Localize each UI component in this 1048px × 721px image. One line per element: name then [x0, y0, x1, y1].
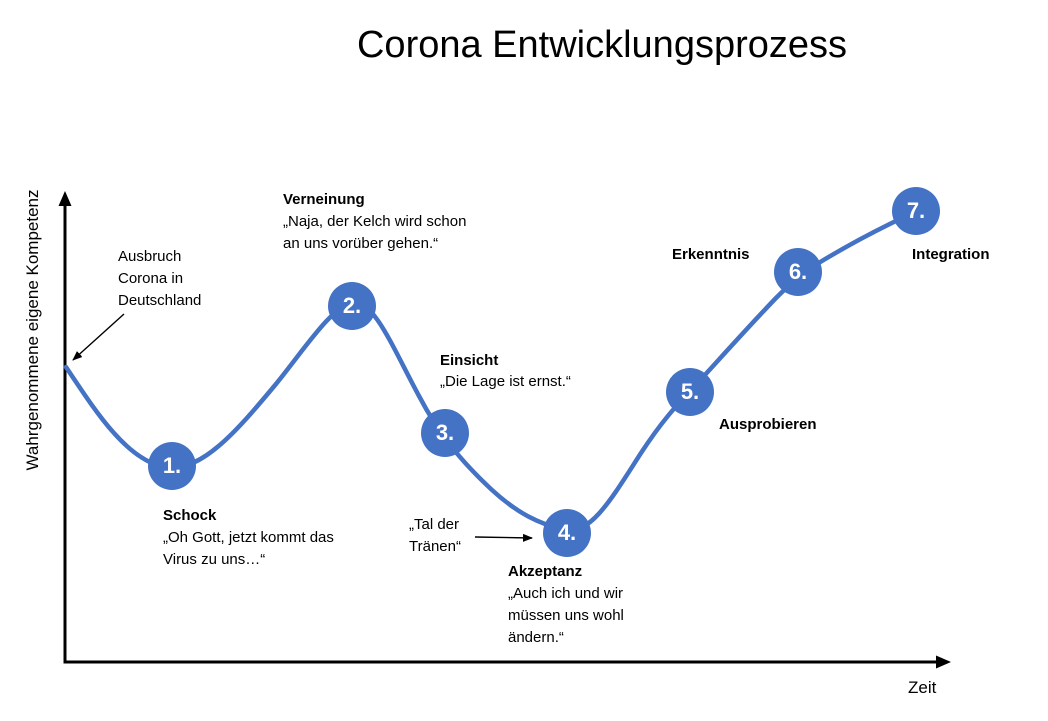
valley-arrow-icon [474, 533, 533, 542]
outbreak-annotation: Ausbruch Corona in Deutschland [118, 248, 202, 309]
page-title: Corona Entwicklungsprozess [356, 24, 848, 66]
stage-node-1: 1. [148, 442, 196, 490]
x-axis-arrowhead-icon [936, 655, 951, 669]
stage-quote-schock: „Oh Gott, jetzt kommt das Virus zu uns…“ [163, 529, 334, 568]
stage-node-4-number: 4. [557, 520, 577, 545]
stage-node-5: 5. [666, 368, 714, 416]
stage-node-7-number: 7. [906, 198, 926, 223]
x-axis-label: Zeit [908, 678, 937, 697]
stage-node-2-number: 2. [342, 293, 362, 318]
stage-name-erkenntnis: Erkenntnis [672, 246, 750, 263]
outbreak-arrow-icon [72, 313, 125, 361]
stage-node-1-number: 1. [162, 453, 182, 478]
stage-node-5-number: 5. [680, 379, 700, 404]
stage-quote-verneinung: „Naja, der Kelch wird schon an uns vorüb… [283, 213, 467, 252]
stage-name-integration: Integration [912, 246, 990, 263]
stage-node-6-number: 6. [788, 259, 808, 284]
stage-name-einsicht: Einsicht [440, 352, 499, 369]
stage-node-2: 2. [328, 282, 376, 330]
y-axis-arrowhead-icon [58, 191, 72, 206]
stage-node-4: 4. [543, 509, 591, 557]
stage-node-3-number: 3. [435, 420, 455, 445]
stage-node-7: 7. [892, 187, 940, 235]
stage-name-ausprobieren: Ausprobieren [719, 416, 817, 433]
stage-quote-akzeptanz: „Auch ich und wir müssen uns wohl ändern… [508, 585, 624, 646]
change-curve [63, 208, 920, 533]
stage-node-6: 6. [774, 248, 822, 296]
stage-name-schock: Schock [163, 507, 217, 524]
valley-annotation: „Tal der Tränen“ [409, 516, 461, 555]
stage-node-3: 3. [421, 409, 469, 457]
stage-name-akzeptanz: Akzeptanz [508, 563, 583, 580]
stage-name-verneinung: Verneinung [283, 191, 365, 208]
stage-quote-einsicht: „Die Lage ist ernst.“ [440, 373, 571, 390]
